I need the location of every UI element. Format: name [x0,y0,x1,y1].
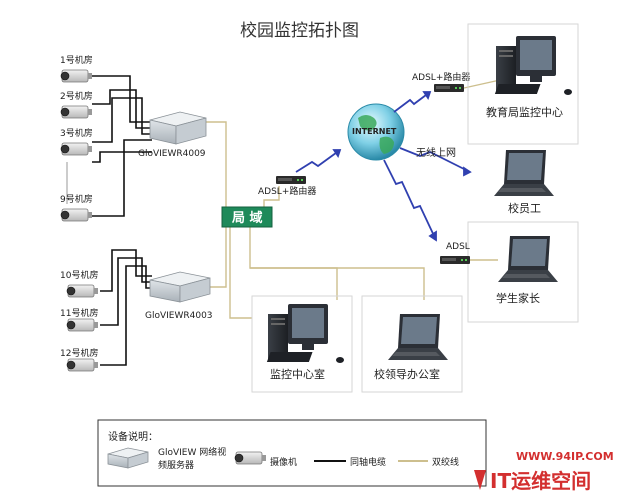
coax-cables-bottom [100,249,152,366]
leader-office-node: 校领导办公室 [374,314,448,381]
legend-dvr-label: GloVIEW 网络视 [158,446,226,458]
parents-node: 学生家长 [496,236,558,305]
dvr-label: GloVIEWR4009 [138,149,206,159]
router-icon [434,84,464,92]
adsl-bottom: ADSL [440,242,498,264]
page-title: 校园监控拓扑图 [240,21,359,41]
node-label: 监控中心室 [270,367,325,381]
router-label: ADSL [446,242,470,252]
camera-icon [60,142,93,156]
router-top: ADSL+路由器 [412,71,501,92]
node-label: 教育局监控中心 [486,105,563,119]
edu-center-node: 教育局监控中心 [486,36,572,119]
parents-box [467,221,579,323]
internet-label: INTERNET [352,127,397,136]
laptop-icon [388,314,448,360]
router-link-line [463,79,501,89]
camera-label: 2号机房 [60,90,93,102]
staff-node: 校员工 [494,150,554,215]
desktop-pc-icon [494,36,572,95]
camera-icon [60,69,93,83]
router-label: ADSL+路由器 [258,185,316,197]
camera-label: 9号机房 [60,193,93,205]
lan-label: 局 域 [232,210,263,226]
twisted-pair-lines [200,121,425,319]
legend-dvr-label: 频服务器 [158,459,194,471]
camera-icon [60,105,93,119]
camera-icon [66,358,99,372]
camera-label: 12号机房 [60,347,98,359]
camera-label: 1号机房 [60,54,93,66]
dvr-bottom: GloVIEWR4003 [145,271,213,321]
monitor-room-box [251,295,353,393]
router-icon [276,176,306,184]
camera-label: 11号机房 [60,307,98,319]
coax-cables-top [92,75,152,217]
node-label: 校员工 [508,201,541,215]
router-label: ADSL+路由器 [412,71,470,83]
legend-twisted-label: 双绞线 [432,456,459,468]
router-icon [440,256,470,264]
monitor-room-node: 监控中心室 [266,304,344,381]
laptop-icon [498,236,558,282]
legend-title: 设备说明： [108,430,158,443]
camera-icon [234,451,267,465]
wireless-links [295,91,472,242]
watermark-brand: IT运维空间 [490,469,591,493]
cameras-bottom: 10号机房 11号机房 12号机房 [60,269,99,372]
watermark-logo-icon [474,470,486,490]
camera-icon [66,318,99,332]
router-left: ADSL+路由器 [258,176,316,197]
cameras-top: 1号机房 2号机房 3号机房 9号机房 [60,54,93,222]
camera-label: 3号机房 [60,127,93,139]
watermark-url: WWW.94IP.COM [516,450,614,463]
wireless-label: 无线上网 [416,146,456,159]
node-label: 学生家长 [496,291,540,305]
dvr-top: GloVIEWR4009 [138,111,207,159]
edu-center-box [467,23,579,145]
legend-coax-label: 同轴电缆 [350,456,386,468]
laptop-icon [494,150,554,196]
internet-globe: INTERNET [347,103,405,161]
legend: 设备说明： GloVIEW 网络视 频服务器 摄像机 同轴电缆 双绞线 [97,419,487,487]
camera-label: 10号机房 [60,269,98,281]
desktop-pc-icon [266,304,344,363]
watermark: WWW.94IP.COM IT运维空间 [474,450,614,493]
camera-icon [66,284,99,298]
camera-icon [60,208,93,222]
leader-office-box [361,295,463,393]
lan-box: 局 域 [221,206,273,228]
node-label: 校领导办公室 [374,367,440,381]
legend-camera-label: 摄像机 [270,456,297,468]
dvr-label: GloVIEWR4003 [145,311,213,321]
